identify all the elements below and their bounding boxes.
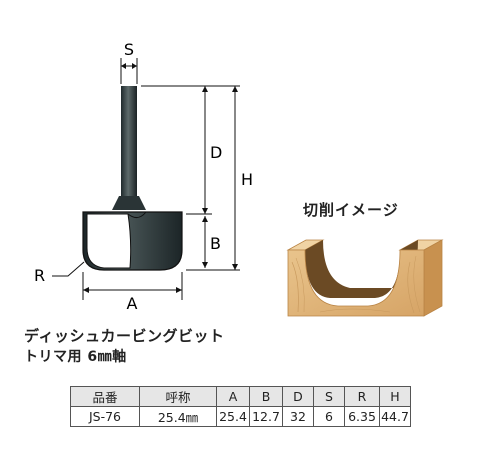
label-r: R <box>34 266 45 285</box>
bit-cutter-edge <box>86 213 132 269</box>
table-row: JS-76 25.4㎜ 25.4 12.7 32 6 6.35 44.7 <box>70 406 411 427</box>
header-r: R <box>344 386 380 407</box>
cut-image-title: 切削イメージ <box>303 201 399 219</box>
cell-s: 6 <box>313 406 345 427</box>
spec-table: 品番 呼称 A B D S R H JS-76 25.4㎜ 25.4 12.7 … <box>70 386 411 427</box>
label-d: D <box>210 143 222 162</box>
bit-shank <box>121 86 137 204</box>
cell-a: 25.4 <box>216 406 250 427</box>
label-h: H <box>241 170 253 189</box>
header-nominal: 呼称 <box>139 386 217 407</box>
label-a: A <box>127 294 138 313</box>
header-s: S <box>313 386 345 407</box>
cut-image-block <box>286 239 444 317</box>
bit-neck <box>112 196 146 210</box>
product-title: ディッシュカービングビット <box>24 327 225 345</box>
cell-nominal: 25.4㎜ <box>139 406 217 427</box>
header-h: H <box>379 386 411 407</box>
header-part-number: 品番 <box>70 386 140 407</box>
cell-r: 6.35 <box>344 406 380 427</box>
bit-flute <box>127 211 147 218</box>
product-subtitle: トリマ用 6㎜軸 <box>24 349 127 365</box>
label-b: B <box>210 234 221 253</box>
header-d: D <box>282 386 314 407</box>
cell-h: 44.7 <box>379 406 411 427</box>
label-s: S <box>124 40 134 59</box>
cell-d: 32 <box>282 406 314 427</box>
header-a: A <box>216 386 250 407</box>
header-b: B <box>249 386 283 407</box>
cell-b: 12.7 <box>249 406 283 427</box>
spec-table-header-row: 品番 呼称 A B D S R H <box>70 386 411 407</box>
cell-part-number: JS-76 <box>70 406 140 427</box>
